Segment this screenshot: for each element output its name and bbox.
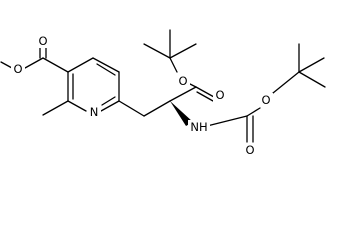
boc-carbonyl-oxygen: O (245, 143, 254, 157)
chemical-structure: O O N O O NH O O (0, 29, 326, 157)
tert-butyl-ester-group (143, 29, 215, 102)
pyridine-nitrogen: N (90, 105, 99, 119)
ring-methyl-bond (42, 100, 69, 116)
boc-ether-oxygen: O (261, 93, 270, 107)
atom-labels: O O N O O NH O O (11, 34, 273, 157)
ch2-bond-ring (118, 100, 145, 117)
amide-nh: NH (190, 120, 207, 134)
stereo-wedge-bond (170, 101, 193, 126)
pyridine-ring (67, 57, 120, 112)
ch2-bond-alpha (143, 100, 171, 117)
boc-group (206, 43, 326, 143)
methyl-ester-group (0, 46, 69, 73)
ester-carbonyl-oxygen-chain: O (215, 88, 224, 102)
ester-carbonyl-oxygen-ring: O (38, 34, 47, 48)
tert-butyl-ester-oxygen: O (178, 74, 187, 88)
methoxy-oxygen: O (13, 62, 22, 76)
